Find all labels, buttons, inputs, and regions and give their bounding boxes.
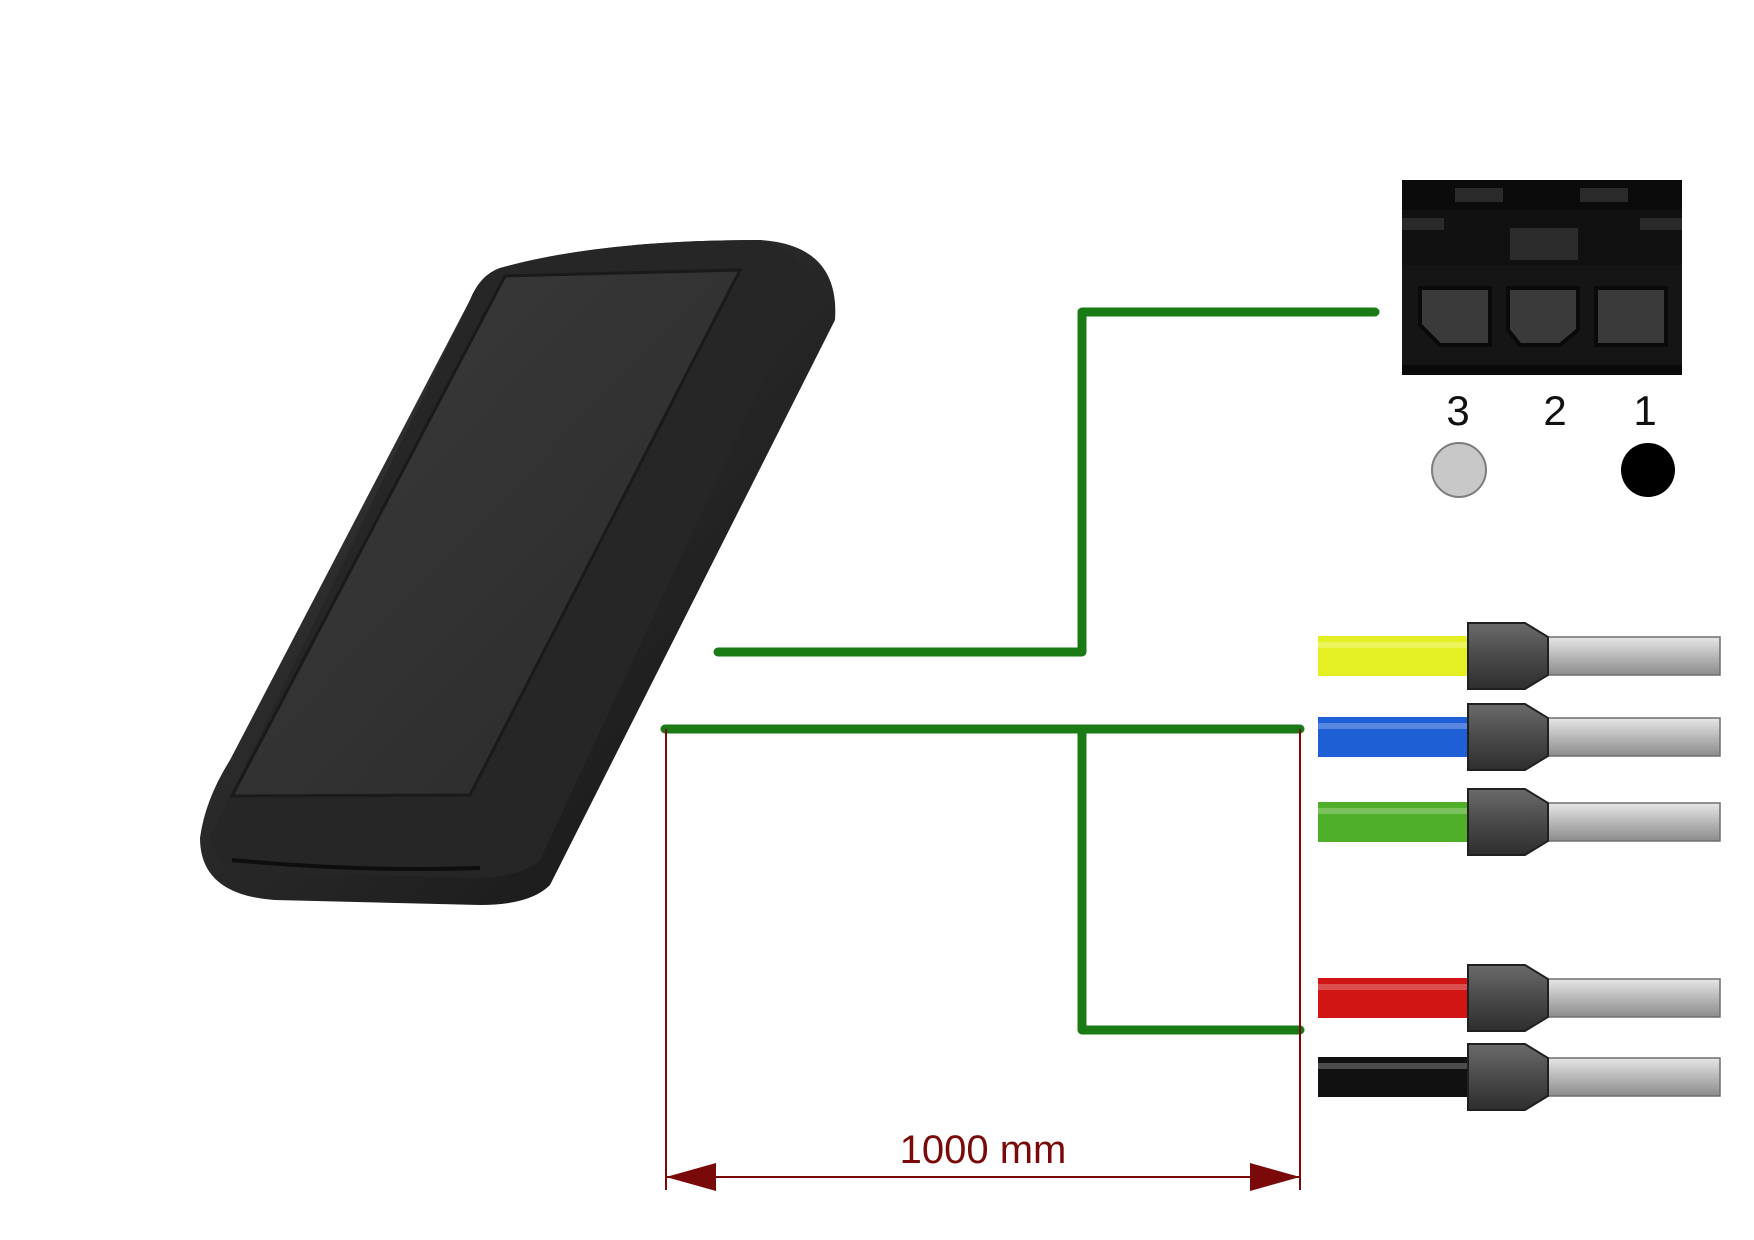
wire-conductor xyxy=(1544,802,1721,842)
wire-end-ferrule-icon xyxy=(1318,703,1721,771)
ferrule-sleeve xyxy=(1467,622,1549,690)
wire-insulation xyxy=(1318,1057,1473,1097)
wire-insulation-highlight xyxy=(1318,1063,1473,1069)
length-dimension xyxy=(665,729,1301,1191)
ferrule-sleeve xyxy=(1467,788,1549,856)
wire-conductor xyxy=(1544,978,1721,1018)
wire-ends xyxy=(1318,622,1721,1111)
wire-conductor xyxy=(1544,1057,1721,1097)
wire-insulation xyxy=(1318,802,1473,842)
wire-insulation-highlight xyxy=(1318,808,1473,814)
terminal-block-connector-icon xyxy=(1402,180,1682,375)
wire-end-ferrule-icon xyxy=(1318,622,1721,690)
pin-3-color-marker xyxy=(1431,442,1487,498)
ferrule-sleeve xyxy=(1467,703,1549,771)
wire-end-ferrule-icon xyxy=(1318,1043,1721,1111)
pin-number-1: 1 xyxy=(1633,387,1656,434)
wire-end-ferrule-icon xyxy=(1318,964,1721,1032)
wire-insulation-highlight xyxy=(1318,723,1473,729)
dimension-label: 1000 mm xyxy=(900,1128,1067,1172)
cable-to-connector xyxy=(713,307,1380,657)
pin-1-color-marker xyxy=(1621,443,1675,497)
ferrule-sleeve xyxy=(1467,1043,1549,1111)
dimension-arrow-left xyxy=(666,1163,716,1191)
wire-conductor xyxy=(1544,717,1721,757)
wire-conductor xyxy=(1544,636,1721,676)
pin-number-2: 2 xyxy=(1543,387,1566,434)
wire-insulation-highlight xyxy=(1318,984,1473,990)
pin-number-3: 3 xyxy=(1446,387,1469,434)
wire-insulation xyxy=(1318,717,1473,757)
wire-insulation-highlight xyxy=(1318,642,1473,648)
wire-insulation xyxy=(1318,978,1473,1018)
cable-to-bottom-wires xyxy=(1077,724,1305,1035)
wire-end-ferrule-icon xyxy=(1318,788,1721,856)
handheld-enclosure-icon xyxy=(200,240,836,905)
ferrule-sleeve xyxy=(1467,964,1549,1032)
cable-lines xyxy=(660,307,1380,1035)
dimension-arrow-right xyxy=(1250,1163,1300,1191)
wire-insulation xyxy=(1318,636,1473,676)
